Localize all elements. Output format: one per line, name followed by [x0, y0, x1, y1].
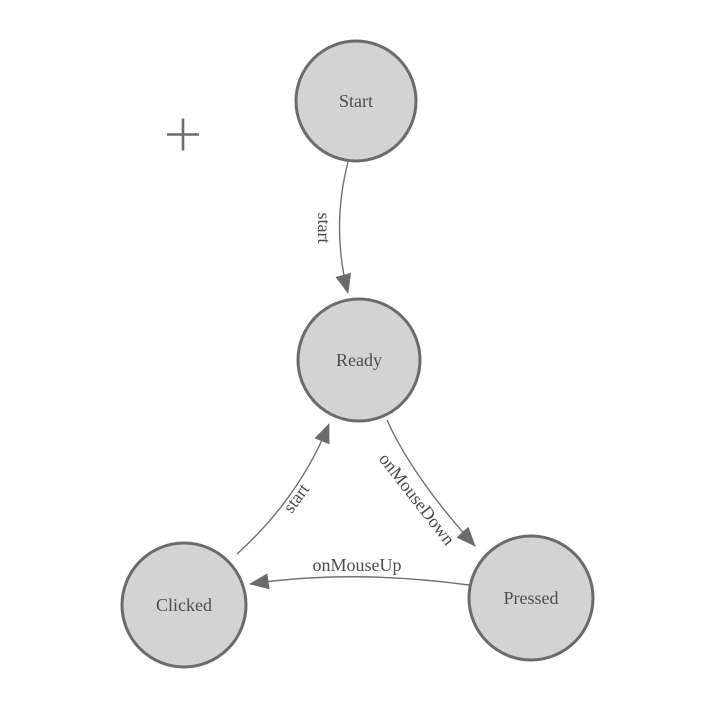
node-start-label: Start [339, 91, 373, 111]
edge-ready-to-pressed-label: onMouseDown [375, 449, 459, 549]
node-pressed[interactable]: Pressed [467, 534, 595, 662]
edge-clicked-to-ready-label: start [279, 480, 313, 517]
crosshair-cursor-icon [167, 118, 199, 151]
node-clicked-label: Clicked [156, 595, 212, 615]
node-clicked[interactable]: Clicked [120, 541, 248, 669]
edge-clicked-to-ready-line[interactable] [236, 423, 330, 555]
edge-ready-to-pressed-line[interactable] [386, 419, 476, 547]
edge-pressed-to-clicked-line[interactable] [249, 573, 470, 590]
node-clicked-circle[interactable] [120, 541, 248, 669]
node-start-circle[interactable] [294, 39, 418, 163]
edge-pressed-to-clicked-label: onMouseUp [313, 555, 402, 575]
node-pressed-circle[interactable] [467, 534, 595, 662]
edge-clicked-to-ready[interactable]: start [236, 423, 330, 555]
edge-start-to-ready-label: start [314, 213, 334, 244]
edge-start-to-ready-line[interactable] [335, 161, 352, 294]
edge-pressed-to-clicked[interactable]: onMouseUp [249, 555, 470, 590]
edge-ready-to-pressed[interactable]: onMouseDown [375, 419, 476, 549]
edge-start-to-ready[interactable]: start [314, 161, 352, 294]
node-ready[interactable]: Ready [296, 297, 422, 423]
node-pressed-label: Pressed [504, 588, 559, 608]
node-ready-circle[interactable] [296, 297, 422, 423]
node-ready-label: Ready [336, 350, 382, 370]
node-start[interactable]: Start [294, 39, 418, 163]
